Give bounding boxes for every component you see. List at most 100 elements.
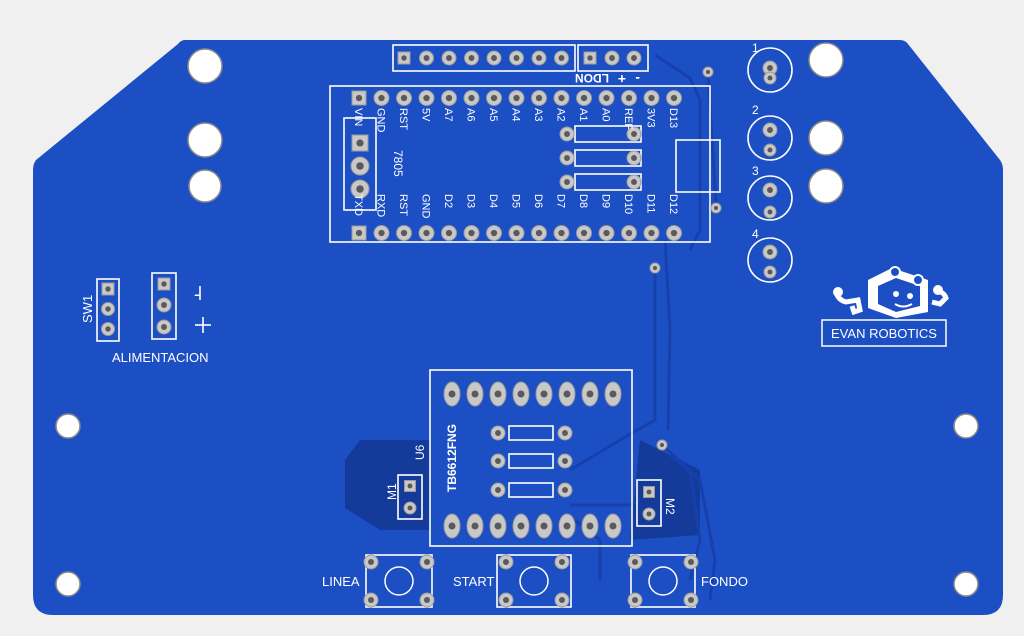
nano-top-pin-label: A5 [487,108,499,121]
header-pad [531,50,547,66]
resistor-pad [559,174,575,190]
pcb-board [33,40,1003,615]
tb6612-top-pad [535,381,553,407]
tb6612-bottom-pad [535,513,553,539]
vr-pad [350,179,370,199]
resistor-pad [557,453,573,469]
m1-label: M1 [385,483,399,500]
tb6612-top-pad [512,381,530,407]
sw1-outline [96,278,120,342]
tb6612-top-pad [466,381,484,407]
silkscreen-labels: SW1 - ALIMENTACION LDON + - 7805 U6 TB66… [80,41,759,589]
mounting-hole [808,168,844,204]
tb6612-bottom-pad [581,513,599,539]
mounting-hole [953,571,979,597]
sensor-label-2: 2 [752,103,759,117]
header-pad [397,51,411,65]
m2-pad [643,486,655,498]
via [656,439,668,451]
nano-top-pin-label: A3 [532,108,544,121]
sensor-pad [762,182,778,198]
resistor-pad [559,150,575,166]
vr-7805-label: 7805 [391,150,405,177]
nano-top-pin-label: D13 [667,108,679,128]
nano-top-pad [396,90,412,106]
mounting-hole [55,571,81,597]
power-pad [157,277,171,291]
resistor-pad [490,425,506,441]
resistor-pad [559,126,575,142]
tb6612-top-pad [558,381,576,407]
nano-bottom-pin-label: D5 [510,194,522,208]
m1-pad [403,501,417,515]
push-button [498,554,570,608]
nano-bottom-pad [643,225,660,241]
nano-top-pad [508,90,525,106]
header-pad [486,50,502,66]
sw1-pad [101,302,115,316]
resistor-pad [490,453,506,469]
nano-bottom-pad [531,225,547,241]
sw1-pad [101,322,115,336]
nano-top-pad [553,90,570,106]
nano-top-pin-label: VIN [352,108,364,126]
sw1-label: SW1 [80,295,95,323]
nano-bottom-pad [666,225,682,241]
nano-bottom-pad [553,225,570,241]
tb6612-bottom-pad [604,513,622,539]
sensor-pad [762,122,778,138]
mounting-holes [55,42,979,597]
nano-top-pin-label: REF [622,108,634,130]
tb6612-top-pad [489,381,507,407]
tb6612-top-pad [604,381,622,407]
mounting-hole [187,122,223,158]
nano-top-pad [351,90,367,106]
ldon-label: LDON [575,71,609,85]
nano-bottom-pin-label: D9 [600,194,612,208]
nano-top-pin-label: GND [375,108,387,133]
power-pad [156,297,172,313]
ldon-outline [577,44,649,72]
nano-bottom-pin-label: D10 [622,194,634,214]
tb6612-top-pad [581,381,599,407]
resistor-pad [490,482,506,498]
nano-top-pad [373,90,390,106]
u6-label: U6 [413,444,427,460]
nano-bottom-pin-label: RXD [375,194,387,217]
nano-bottom-pad [508,225,525,241]
sensor-label-4: 4 [752,227,759,241]
header-pad [509,50,524,66]
tb6612-label: TB6612FNG [445,424,459,492]
vr-pad [350,156,370,176]
m1-outline [397,474,423,520]
nano-bottom-pin-label: D6 [532,194,544,208]
tb6612-bottom-pad [489,513,507,539]
ldon-pad [604,50,620,66]
evan-robotics-logo: EVAN ROBOTICS [821,266,949,347]
resistor-pad [557,425,573,441]
nano-top-pin-label: A1 [577,108,589,121]
tb6612-bottom-pad [443,513,461,539]
nano-bottom-pin-label: D11 [645,194,657,213]
tb6612-bottom-pad [558,513,576,539]
nano-top-pad [486,90,502,106]
mounting-hole [55,413,81,439]
silkscreen-outlines [96,44,793,608]
sensor-pad [762,244,778,260]
mounting-hole [188,169,222,203]
nano-bottom-pin-label: D4 [487,194,499,208]
nano-bottom-pin-label: RST [397,194,409,216]
sensor-pad [763,71,777,85]
nano-top-pin-label: 3V3 [645,108,657,128]
nano-bottom-pad [396,225,412,241]
mounting-hole [808,42,844,78]
mounting-hole [808,120,844,156]
start-button-outline [496,554,572,608]
minus-label: - [194,284,200,304]
nano-bottom-pad [418,225,435,241]
linea-label: LINEA [322,574,360,589]
nano-top-pin-label: A7 [442,108,454,121]
nano-bottom-pin-label: D8 [577,194,589,208]
